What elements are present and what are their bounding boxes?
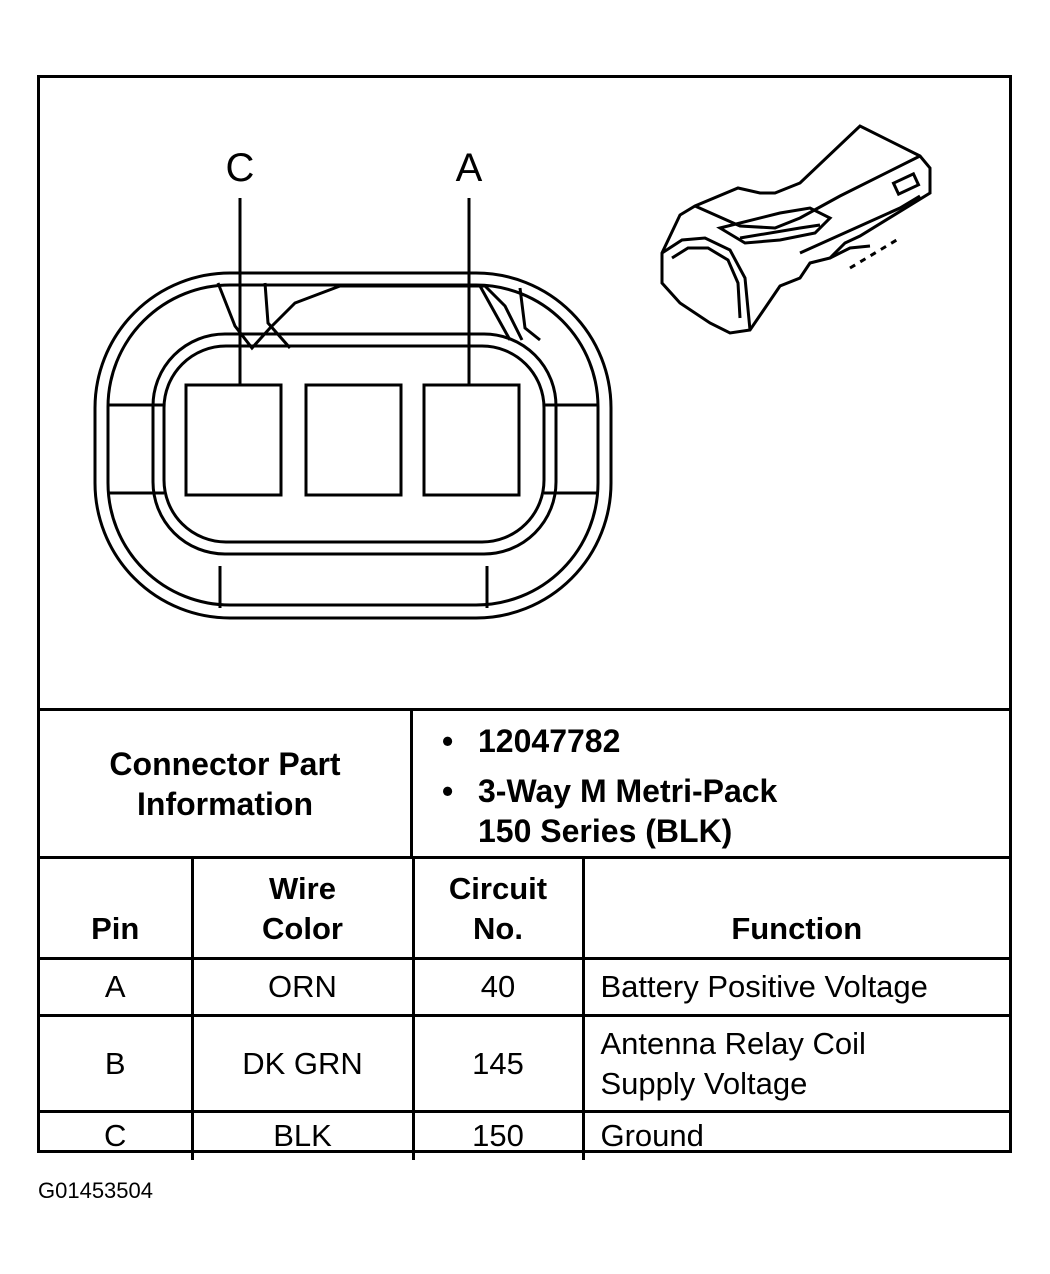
cell-wire-color: ORN (190, 957, 415, 1017)
table-row: A ORN 40 Battery Positive Voltage (40, 957, 1009, 1017)
connector-perspective-view (660, 124, 932, 335)
header-circuit: Circuit No. (411, 856, 585, 960)
pin-label-c: C (226, 146, 255, 190)
cell-circuit: 145 (411, 1014, 585, 1113)
connector-texture (849, 236, 901, 270)
pin-label-a: A (456, 146, 483, 190)
cell-function: Ground (581, 1110, 1009, 1160)
pin-table: Pin Wire Color Circuit No. Function A OR… (40, 856, 1009, 1160)
cell-wire-color: DK GRN (190, 1014, 415, 1113)
part-number: 12047782 (478, 723, 621, 759)
table-row: C BLK 150 Ground (40, 1110, 1009, 1160)
connector-top-edge (694, 154, 921, 230)
connector-face-view (93, 198, 613, 620)
terminal-cavity-c (184, 383, 283, 497)
cell-circuit: 150 (411, 1110, 585, 1160)
connector-body-outline (660, 124, 932, 335)
info-label-line1: Connector Part (109, 745, 341, 782)
table-row: B DK GRN 145 Antenna Relay Coil Supply V… (40, 1014, 1009, 1113)
connector-cavity-outline (151, 332, 558, 556)
connector-figure-frame: C A Connector Part Information • 12 (37, 75, 1012, 1160)
cell-pin: A (40, 957, 194, 1017)
connector-mouth-outline (661, 236, 752, 331)
header-wire-color: Wire Color (190, 856, 415, 960)
connector-window (891, 171, 921, 197)
connector-lock-rib-left (263, 282, 292, 349)
cell-pin: B (40, 1014, 194, 1113)
part-number-item: • 12047782 (442, 721, 621, 761)
cell-pin: C (40, 1110, 194, 1160)
connector-rib-line (799, 194, 921, 255)
connector-part-info-row: Connector Part Information • 12047782 • … (40, 708, 1009, 856)
connector-latch-line (739, 223, 821, 240)
terminal-cavity-a (422, 383, 521, 497)
description-item: • 3-Way M Metri-Pack 150 Series (BLK) (442, 771, 778, 851)
description-line1: 3-Way M Metri-Pack (478, 773, 778, 809)
description-line2: 150 Series (BLK) (478, 813, 733, 849)
cell-function: Antenna Relay Coil Supply Voltage (581, 1014, 1009, 1113)
connector-lock-ramp (216, 282, 524, 351)
connector-part-info-label: Connector Part Information (40, 711, 413, 856)
info-label-line2: Information (137, 785, 313, 822)
connector-outer-shell (93, 271, 613, 620)
figure-id: G01453504 (38, 1178, 153, 1203)
cell-wire-color: BLK (190, 1110, 415, 1160)
connector-part-info-values: • 12047782 • 3-Way M Metri-Pack 150 Seri… (413, 711, 1009, 856)
bullet-icon: • (442, 723, 454, 759)
connector-cavity-inner (162, 344, 546, 544)
header-function: Function (581, 856, 1009, 960)
cell-circuit: 40 (411, 957, 585, 1017)
terminal-cavity-b (304, 383, 403, 497)
header-pin: Pin (40, 856, 194, 960)
connector-lock-rib-far (518, 287, 541, 342)
connector-latch (716, 206, 833, 245)
cell-function: Battery Positive Voltage (581, 957, 1009, 1017)
connector-diagram: C A (93, 124, 932, 620)
table-header-row: Pin Wire Color Circuit No. Function (40, 856, 1009, 960)
connector-lock-rib-right (478, 285, 512, 341)
connector-mouth-inner (671, 246, 742, 319)
bullet-icon: • (442, 773, 454, 809)
connector-lower-edge (829, 244, 871, 260)
